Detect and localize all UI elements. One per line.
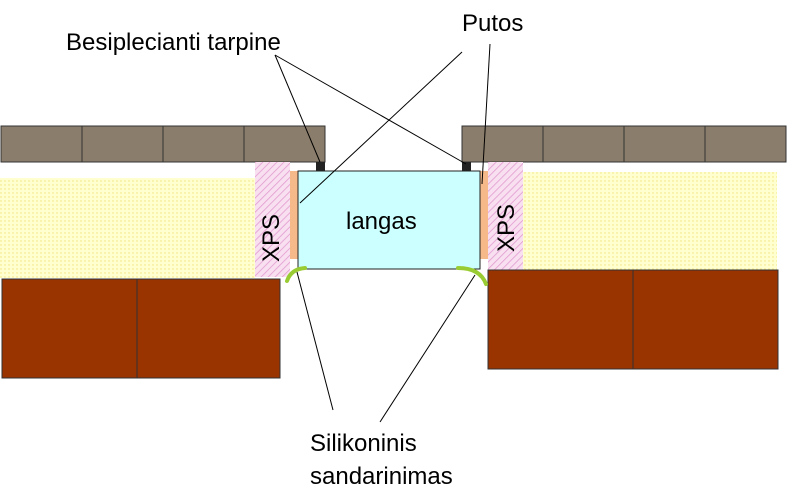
facing-bricks-left — [0, 125, 326, 163]
insulation-right — [522, 172, 777, 270]
gasket-left — [316, 162, 325, 171]
leader-lines — [274, 43, 491, 423]
xps-left-block — [255, 162, 290, 277]
wall-bricks-right — [487, 269, 779, 370]
foam-left — [290, 171, 298, 259]
xps-left-label: XPS — [258, 214, 285, 262]
gasket-label: Besiplecianti tarpine — [66, 29, 281, 56]
sealant-right — [456, 266, 488, 286]
gasket-right — [462, 162, 471, 171]
sealant-label-line1: Silikoninis — [310, 430, 417, 457]
xps-right-block — [488, 162, 523, 270]
window-label: langas — [346, 208, 417, 235]
window-frame — [297, 170, 481, 270]
foam-label: Putos — [462, 10, 523, 37]
foam-right — [480, 171, 488, 259]
sealant-left — [285, 266, 307, 283]
wall-bricks-left — [1, 278, 281, 379]
insulation-left — [0, 178, 255, 278]
sealant-label-line2: sandarinimas — [310, 463, 453, 490]
facing-bricks-right — [461, 125, 787, 163]
xps-right-label: XPS — [493, 204, 520, 252]
